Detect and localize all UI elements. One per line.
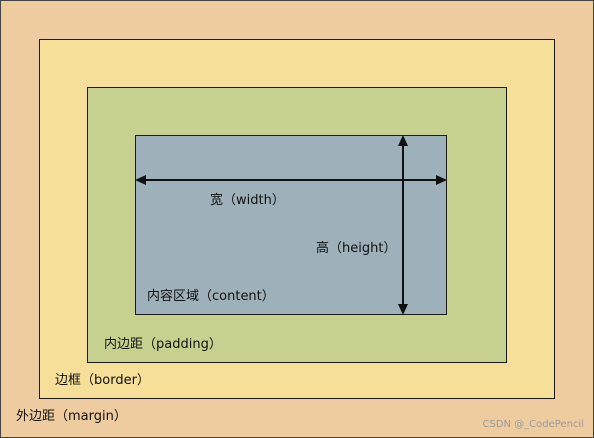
width-label: 宽（width） xyxy=(210,193,285,208)
margin-label: 外边距（margin） xyxy=(16,409,127,424)
content-label: 内容区域（content） xyxy=(147,289,275,304)
watermark: CSDN @_CodePencil xyxy=(482,419,584,430)
height-label: 高（height） xyxy=(316,241,397,256)
border-label: 边框（border） xyxy=(55,373,150,388)
padding-label: 内边距（padding） xyxy=(104,337,222,352)
content-box xyxy=(135,135,447,315)
